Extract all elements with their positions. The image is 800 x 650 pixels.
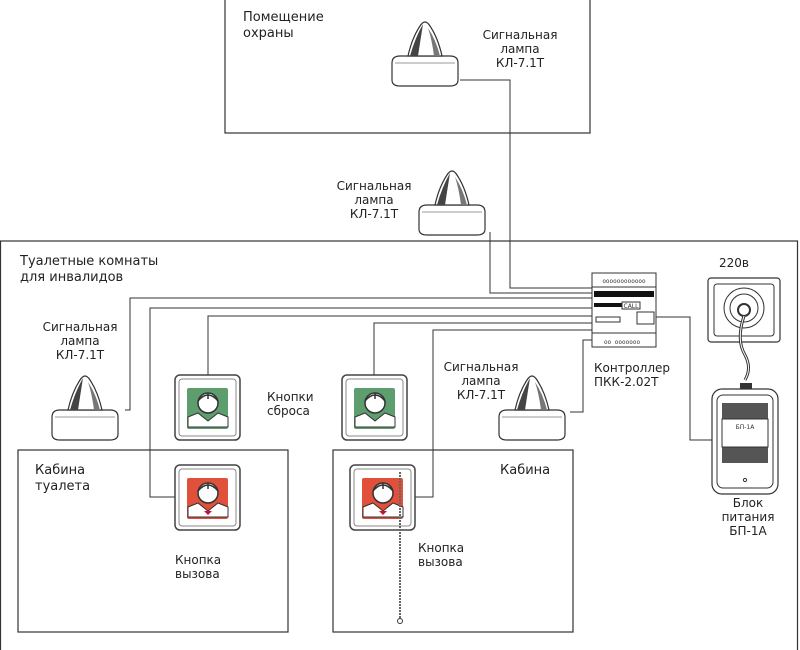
cabin-right-title: Кабина <box>500 463 551 478</box>
signal-lamp-middle <box>418 170 486 236</box>
call-button-right <box>349 464 416 531</box>
wires <box>125 79 712 498</box>
cabin-left-box <box>17 449 289 633</box>
power-socket <box>707 277 781 343</box>
controller-device: oooooooooooo oo ooooooo CALL <box>591 272 657 348</box>
reset-button-right <box>341 374 408 441</box>
cabin-right-box <box>332 449 574 633</box>
guard-room-box <box>224 0 591 134</box>
call-button-left <box>174 464 241 531</box>
svg-text:oo ooooooo: oo ooooooo <box>604 339 641 346</box>
reset-button-left <box>174 374 241 441</box>
psu-device-label: БП-1А <box>736 424 756 431</box>
signal-lamp-left <box>51 375 119 441</box>
socket-voltage-label: 220в <box>719 256 749 270</box>
signal-lamp-guard <box>391 21 459 87</box>
controller-display-text: CALL <box>624 303 640 310</box>
toilet-area-box <box>0 240 799 650</box>
power-supply-device: БП-1А <box>711 383 779 495</box>
svg-text:oooooooooooo: oooooooooooo <box>602 278 646 285</box>
